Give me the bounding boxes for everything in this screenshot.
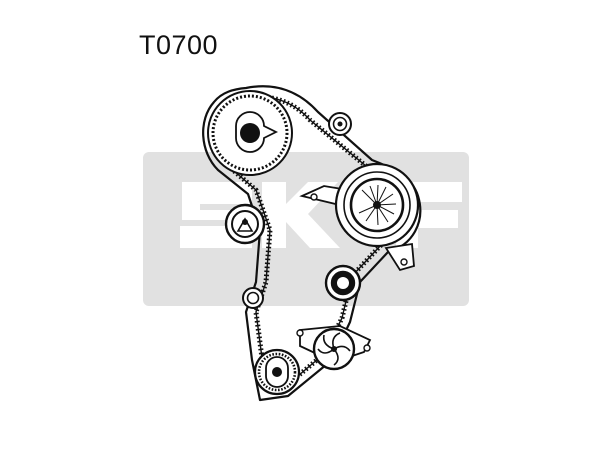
part-code-title: T0700	[139, 30, 219, 60]
tensioner-pulley-icon	[224, 203, 266, 245]
water-pump-icon	[296, 325, 372, 371]
idler-pulley-icon	[324, 264, 362, 302]
camshaft-sprocket-icon	[207, 90, 293, 176]
injection-pump-pulley-icon	[299, 162, 420, 272]
crankshaft-sprocket-icon	[253, 348, 301, 396]
skf-logo-watermark	[143, 152, 469, 306]
idler-pulley-icon	[242, 287, 264, 309]
idler-pulley-icon	[328, 112, 352, 136]
